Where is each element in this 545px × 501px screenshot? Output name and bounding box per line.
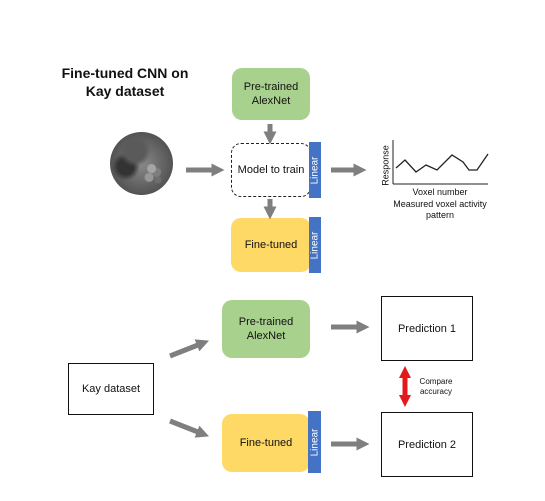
prediction-2-label: Prediction 2 <box>397 438 457 451</box>
kay-dataset-box: Kay dataset <box>68 363 154 415</box>
linear-layer-finetuned-bottom: Linear <box>308 411 321 473</box>
kay-dataset-label: Kay dataset <box>81 383 141 395</box>
pretrained-alexnet-label-bottom: Pre-trained AlexNet <box>238 316 294 342</box>
arrow-kay-to-pretrained <box>169 339 210 359</box>
prediction-1-box: Prediction 1 <box>381 296 473 361</box>
linear-layer-finetuned-top: Linear <box>309 217 321 273</box>
pretrained-alexnet-box-bottom: Pre-trained AlexNet <box>222 300 310 358</box>
finetuned-label-top: Fine-tuned <box>244 239 298 251</box>
response-plot <box>392 140 489 185</box>
prediction-2-box: Prediction 2 <box>381 412 473 477</box>
plot-xlabel: Voxel number <box>412 187 468 197</box>
input-image <box>110 132 173 195</box>
model-to-train-label: Model to train <box>237 164 305 176</box>
compare-accuracy-label: Compare accuracy <box>419 377 453 396</box>
pretrained-alexnet-label: Pre-trained AlexNet <box>243 81 299 107</box>
finetuned-box-bottom: Fine-tuned <box>222 414 310 472</box>
linear-layer-model: Linear <box>309 142 321 198</box>
finetuned-label-bottom: Fine-tuned <box>239 437 293 449</box>
plot-caption: Measured voxel activity pattern <box>393 199 487 220</box>
arrow-kay-to-finetuned <box>169 418 210 438</box>
pretrained-alexnet-box: Pre-trained AlexNet <box>232 68 310 120</box>
response-curve <box>395 153 489 173</box>
diagram-title: Fine-tuned CNN on Kay dataset <box>61 65 189 99</box>
prediction-1-label: Prediction 1 <box>397 322 457 335</box>
model-to-train-box: Model to train <box>231 143 311 197</box>
finetuned-box-top: Fine-tuned <box>231 218 311 272</box>
